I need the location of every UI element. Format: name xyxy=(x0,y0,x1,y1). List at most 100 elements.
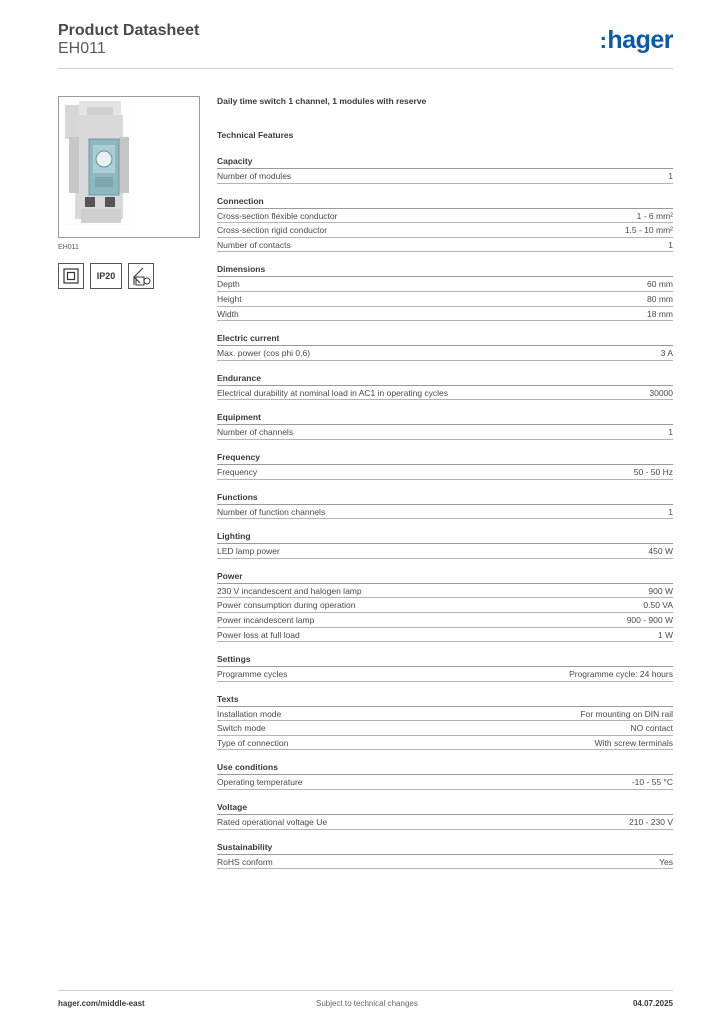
spec-row: Type of connection With screw terminals xyxy=(217,736,673,751)
spec-row: Number of contacts 1 xyxy=(217,238,673,253)
section-title: Settings xyxy=(217,653,673,668)
product-caption: EH011 xyxy=(58,244,79,251)
spec-value: 1 W xyxy=(657,629,673,640)
page-header: Product Datasheet EH011 :hager xyxy=(58,20,673,69)
spec-value: 900 - 900 W xyxy=(626,614,673,625)
spec-label: Width xyxy=(217,308,239,319)
spec-row: Programme cycles Programme cycle: 24 hour… xyxy=(217,667,673,682)
spec-label: Frequency xyxy=(217,466,258,477)
spec-value: 30000 xyxy=(649,387,673,398)
spec-row: Rated operational voltage Ue 210 - 230 V xyxy=(217,815,673,830)
footer-date: 04.07.2025 xyxy=(632,999,673,1008)
features-title: Technical Features xyxy=(217,130,294,140)
spec-label: Operating temperature xyxy=(217,777,303,788)
spec-label: Electrical durability at nominal load in… xyxy=(217,387,449,398)
spec-label: Rated operational voltage Ue xyxy=(217,817,328,828)
spec-value: 0.50 VA xyxy=(643,600,673,611)
page-footer: hager.com/middle-east Subject to technic… xyxy=(58,990,673,1008)
spec-row: Cross-section flexible conductor 1 - 6 mm… xyxy=(217,209,673,224)
spec-value: 60 mm xyxy=(647,279,673,290)
spec-label: Type of connection xyxy=(217,737,289,748)
spec-value: 1 xyxy=(668,171,673,181)
spec-row: Number of modules 1 xyxy=(217,169,673,184)
time-switch-illustration xyxy=(63,101,135,231)
spec-row: RoHS conform Yes xyxy=(217,855,673,870)
spec-value: 1 xyxy=(668,239,673,250)
spec-value: 1 xyxy=(668,506,673,517)
spec-row: Depth 60 mm xyxy=(217,277,673,292)
section-title: Lighting xyxy=(217,530,673,545)
section-title: Sustainability xyxy=(217,841,673,855)
spec-value: 3 A xyxy=(660,348,673,359)
spec-row: Number of channels 1 xyxy=(217,425,673,440)
spec-row: Max. power (cos phi 0,6) 3 A xyxy=(217,346,673,361)
timer-symbol-icon xyxy=(128,263,154,289)
spec-label: Programme cycles xyxy=(217,669,288,680)
spec-value: 210 - 230 V xyxy=(629,817,673,828)
spec-value: Programme cycle: 24 hours xyxy=(569,669,673,680)
section-title: Equipment xyxy=(217,411,673,426)
spec-label: Number of function channels xyxy=(217,506,326,517)
spec-row: Cross-section rigid conductor 1.5 - 10 mm… xyxy=(217,223,673,238)
spec-label: Number of modules xyxy=(217,171,292,181)
spec-value: 1 - 6 mm² xyxy=(636,210,673,221)
spec-label: LED lamp power xyxy=(217,546,280,557)
spec-row: Operating temperature -10 - 55 °C xyxy=(217,775,673,791)
spec-label: Cross-section rigid conductor xyxy=(217,225,328,236)
spec-row: Power incandescent lamp 900 - 900 W xyxy=(217,613,673,628)
spec-label: Switch mode xyxy=(217,723,266,734)
ip20-icon: IP20 xyxy=(90,263,122,289)
spec-value: Yes xyxy=(659,856,673,867)
section-title: Functions xyxy=(217,491,673,505)
spec-row: Electrical durability at nominal load in… xyxy=(217,386,673,401)
spec-label: Power loss at full load xyxy=(217,629,300,640)
spec-row: Number of function channels 1 xyxy=(217,505,673,520)
spec-value: 450 W xyxy=(648,546,673,557)
spec-value: 900 W xyxy=(648,585,673,596)
section-title: Texts xyxy=(217,693,673,707)
section-title: Power xyxy=(217,570,673,584)
spec-content: Daily time switch 1 channel, 1 modules w… xyxy=(217,96,673,870)
spec-label: 230 V incandescent and halogen lamp xyxy=(217,585,362,596)
spec-label: Cross-section flexible conductor xyxy=(217,210,338,221)
spec-value: 1.5 - 10 mm² xyxy=(624,225,673,236)
spec-label: Power incandescent lamp xyxy=(217,614,315,625)
spec-value: 1 xyxy=(668,427,673,438)
spec-value: NO contact xyxy=(630,723,673,734)
hager-logo: :hager xyxy=(599,26,674,54)
section-title: Frequency xyxy=(217,451,673,465)
section-title: Dimensions xyxy=(217,263,673,278)
section-title: Use conditions xyxy=(217,761,673,776)
spec-label: RoHS conform xyxy=(217,856,273,867)
spec-row: Power consumption during operation 0.50 V… xyxy=(217,598,673,613)
spec-value: With screw terminals xyxy=(594,737,673,748)
spec-value: -10 - 55 °C xyxy=(631,777,673,788)
certification-icons: IP20 xyxy=(58,263,154,289)
spec-row: 230 V incandescent and halogen lamp 900 W xyxy=(217,584,673,599)
footer-website[interactable]: hager.com/middle-east xyxy=(58,999,145,1008)
spec-label: Power consumption during operation xyxy=(217,600,356,611)
product-code: EH011 xyxy=(58,40,106,57)
spec-label: Max. power (cos phi 0,6) xyxy=(217,348,311,359)
spec-value: 18 mm xyxy=(647,308,673,319)
spec-label: Number of contacts xyxy=(217,239,291,250)
spec-value: 50 - 50 Hz xyxy=(633,466,673,477)
spec-label: Number of channels xyxy=(217,427,294,438)
section-title: Capacity xyxy=(217,155,673,169)
spec-label: Depth xyxy=(217,279,240,290)
